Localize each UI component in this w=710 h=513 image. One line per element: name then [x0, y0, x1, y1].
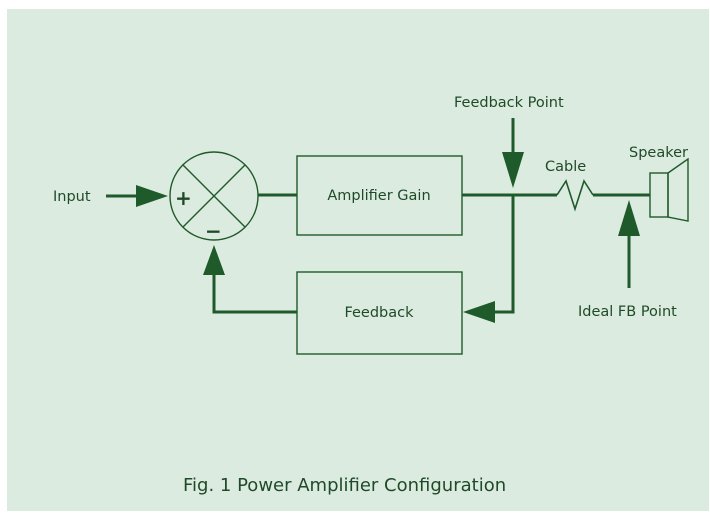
diagram-background — [7, 9, 709, 511]
feedback-return-arrowhead — [203, 245, 225, 275]
cable-squiggle — [556, 179, 594, 212]
minus-sign: − — [205, 219, 222, 243]
feedback-tap-wire — [480, 195, 515, 314]
input-label: Input — [53, 189, 91, 205]
ideal-fb-point-arrow — [618, 200, 640, 288]
feedback-point-arrow — [502, 118, 524, 188]
plus-sign: + — [175, 186, 192, 210]
feedback-return-wire — [212, 270, 297, 314]
input-arrow — [106, 185, 168, 207]
ideal-fb-point-label: Ideal FB Point — [578, 304, 677, 320]
feedback-label: Feedback — [344, 305, 414, 321]
feedback-input-arrowhead — [463, 301, 495, 323]
speaker-label: Speaker — [629, 145, 688, 161]
figure-caption: Fig. 1 Power Amplifier Configuration — [183, 475, 506, 496]
speaker-icon — [649, 157, 689, 222]
feedback-point-label: Feedback Point — [454, 95, 564, 111]
cable-label: Cable — [545, 159, 586, 175]
amplifier-gain-label: Amplifier Gain — [327, 188, 430, 204]
